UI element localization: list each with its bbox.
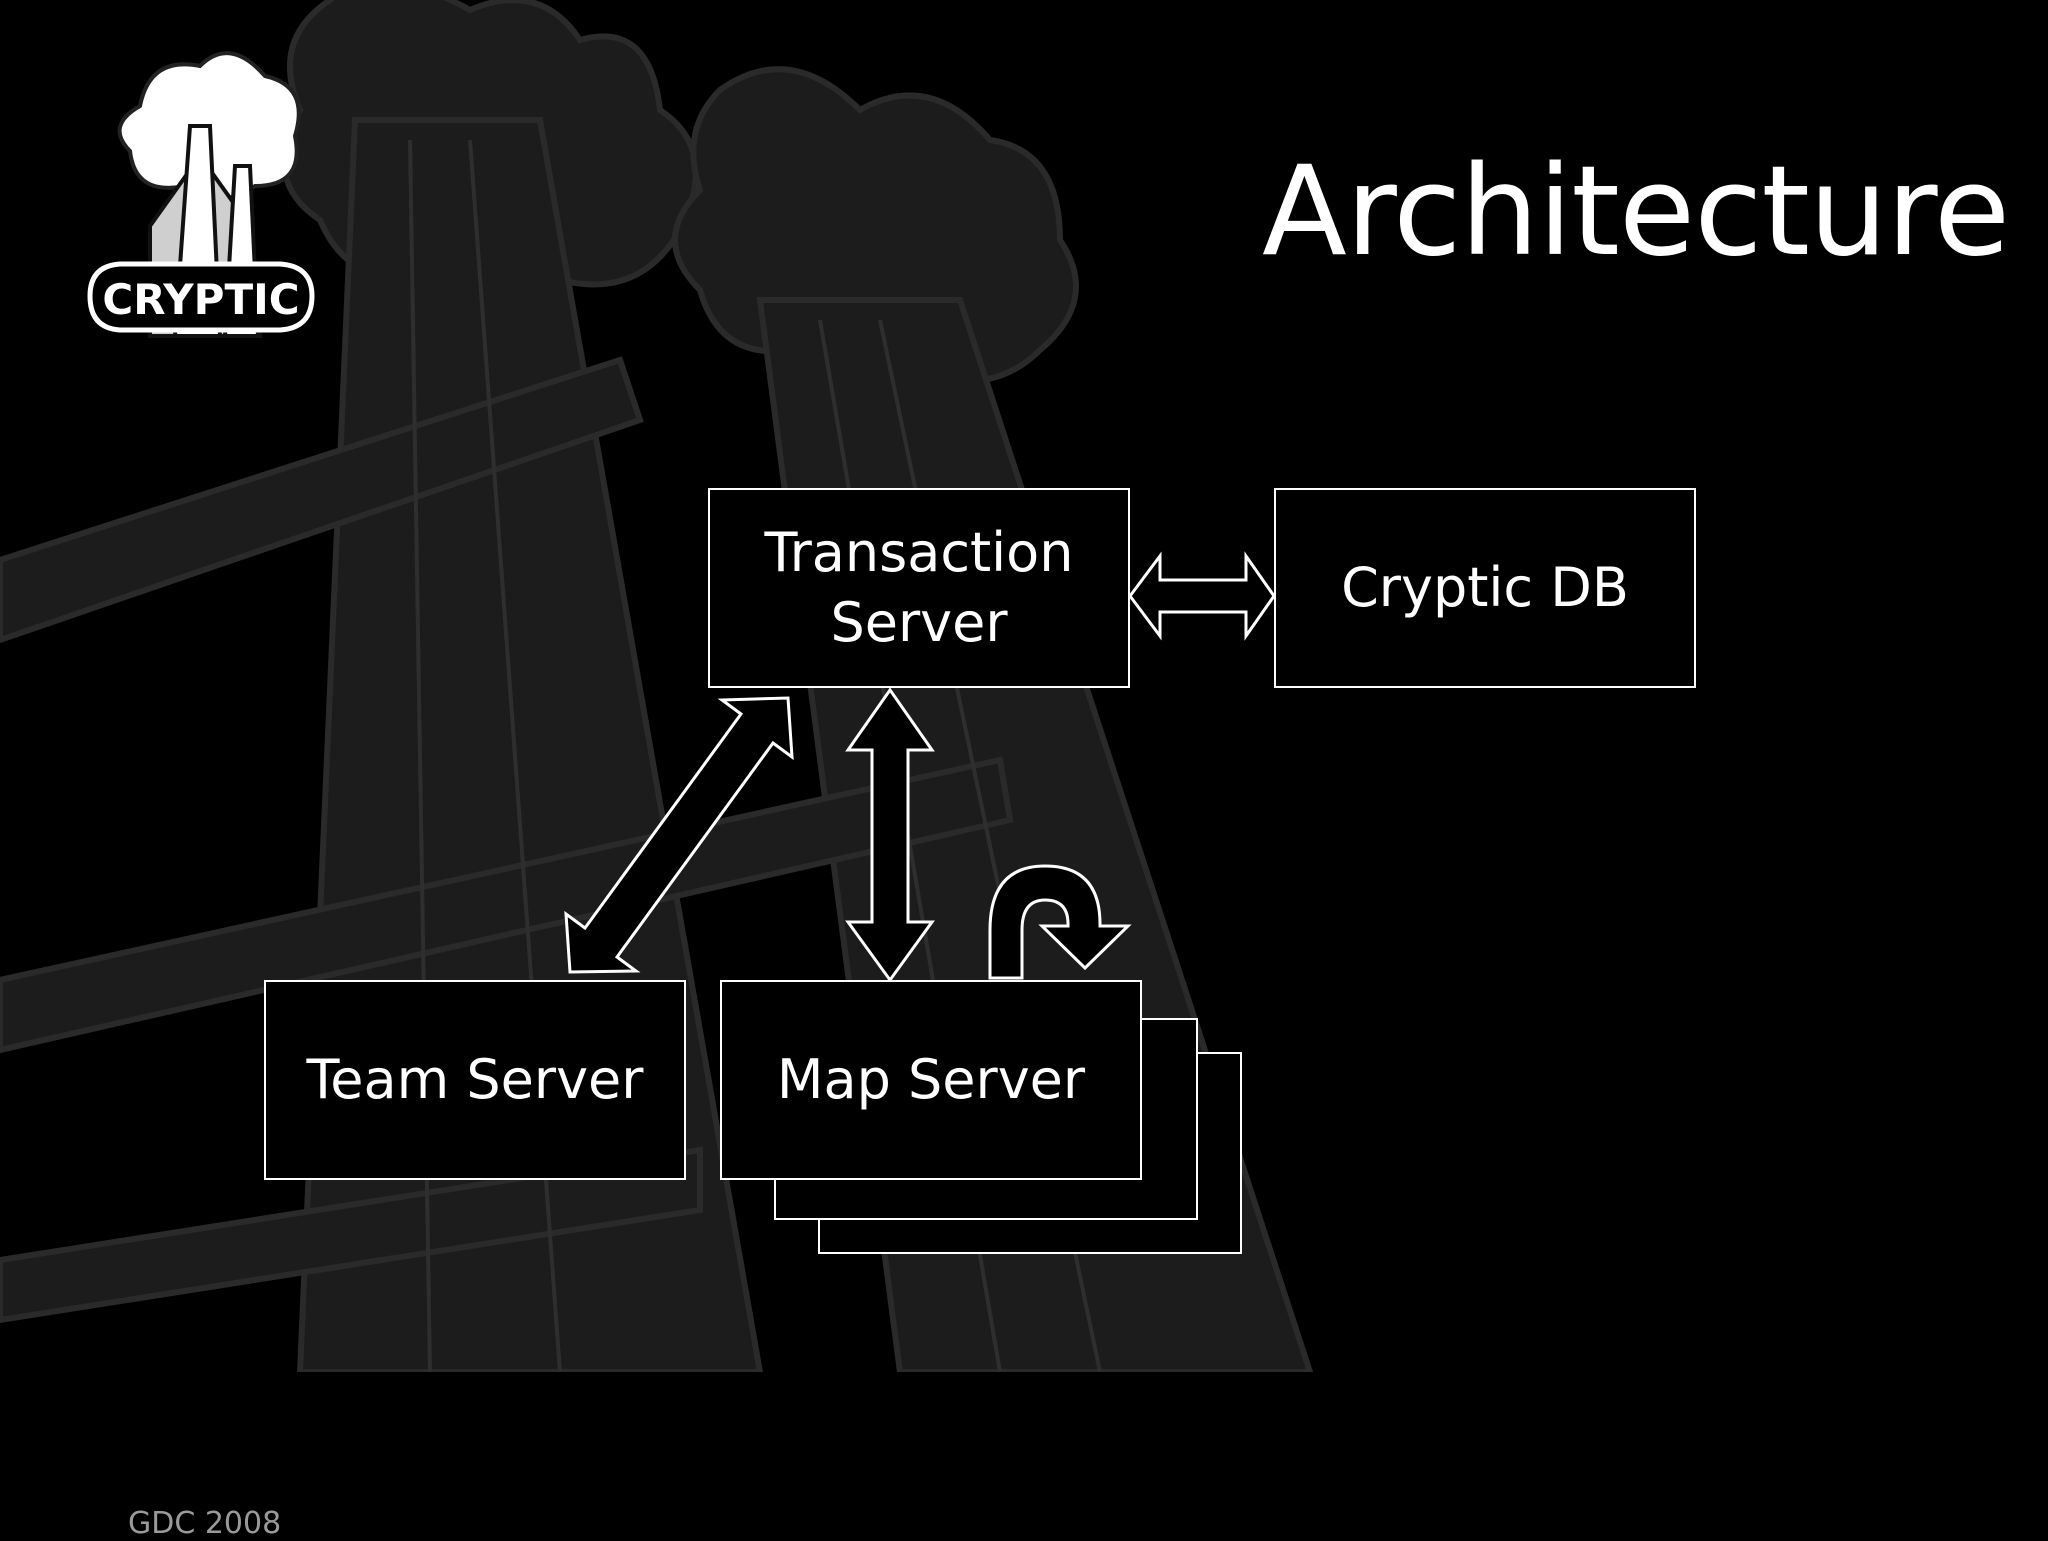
team-server-node: Team Server (264, 980, 686, 1180)
map-server-node: Map Server (720, 980, 1142, 1180)
transaction-server-label-line1: Transaction (764, 520, 1074, 584)
transaction-server-node: Transaction Server (708, 488, 1130, 688)
logo-text: CRYPTIC (102, 275, 299, 324)
transaction-server-label-line2: Server (830, 591, 1008, 654)
team-server-label: Team Server (306, 1047, 644, 1111)
map-server-label: Map Server (776, 1047, 1086, 1111)
cryptic-logo: CRYPTIC (87, 51, 315, 338)
slide-title: Architecture (1262, 140, 2010, 284)
footer-text: GDC 2008 (128, 1506, 282, 1541)
cryptic-db-node: Cryptic DB (1274, 488, 1696, 688)
cryptic-db-label: Cryptic DB (1341, 555, 1629, 619)
